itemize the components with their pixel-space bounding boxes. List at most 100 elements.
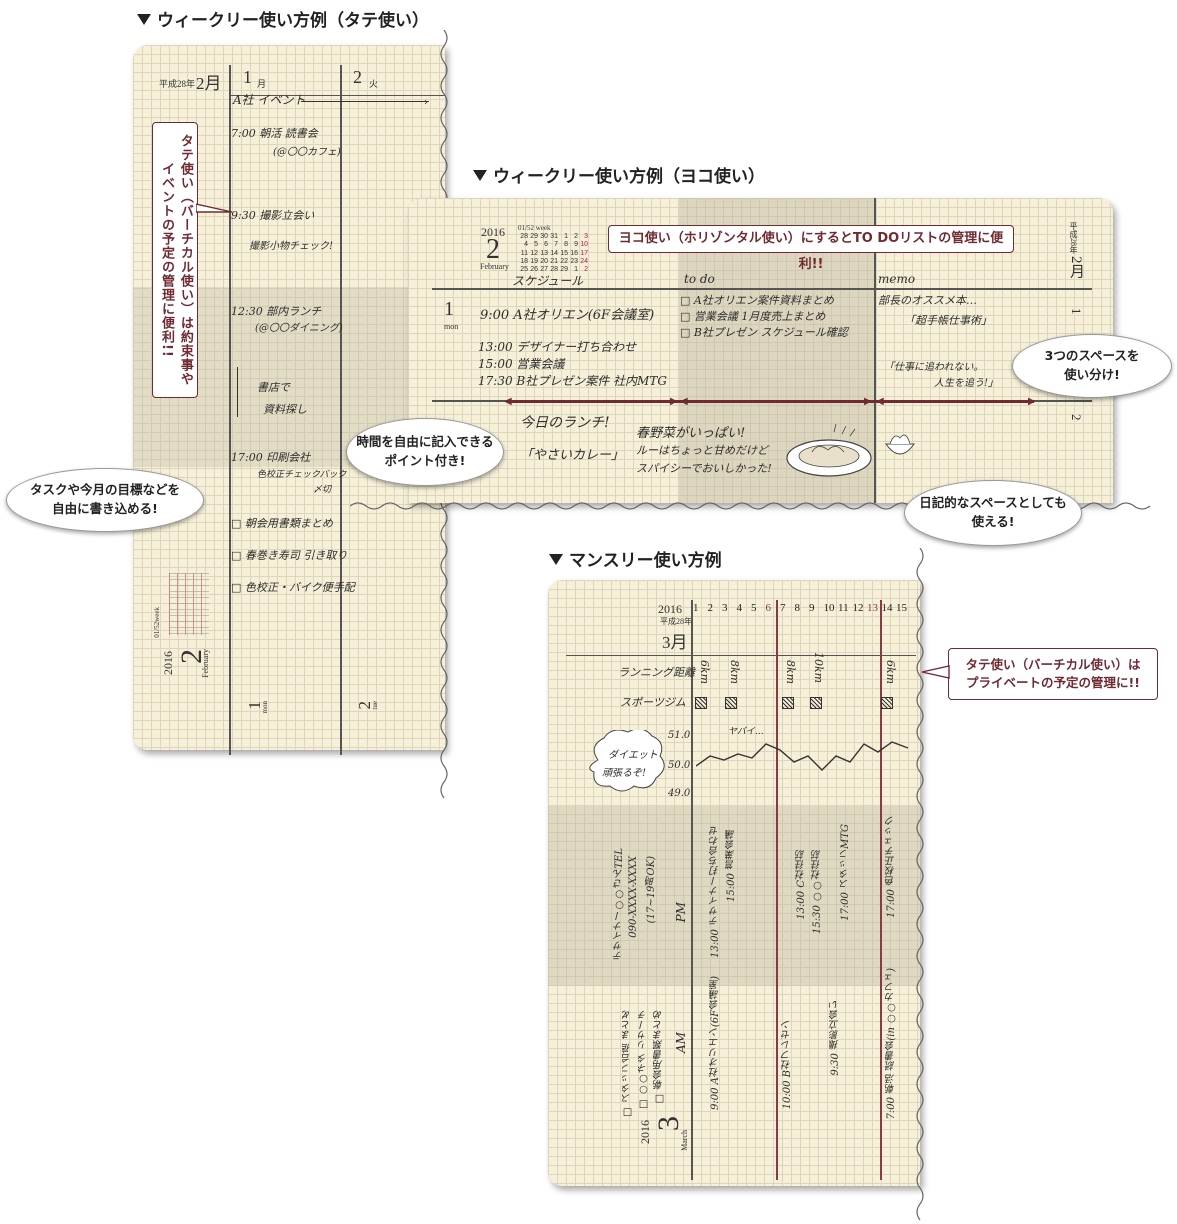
- diary-entry: 春野菜がいっぱい!: [636, 426, 746, 441]
- arrow-right-icon: ▶: [864, 396, 872, 407]
- month-english: February: [201, 649, 210, 678]
- footer-big-month: 3: [652, 1116, 685, 1131]
- curry-drawing-icon: [786, 423, 872, 477]
- month-label: 2月: [196, 74, 222, 93]
- mini-calendar-day: 6: [544, 241, 548, 249]
- salad-drawing-icon: [885, 434, 915, 455]
- entry-text: 書店で: [257, 381, 290, 394]
- mini-calendar-day: 28: [520, 233, 528, 240]
- header-line: [229, 95, 445, 96]
- mini-calendar-day: 28: [550, 266, 558, 274]
- vertical-weekly-heading: ウィークリー使い方例（タテ使い）: [137, 6, 429, 31]
- schedule-entry: 13:00 デザイナー打ち合わせ: [478, 340, 637, 354]
- running-value: 6km: [884, 660, 897, 685]
- day-header: 1: [693, 602, 699, 614]
- day-entry: 17:00 スタッフMTG: [840, 824, 851, 921]
- weight-line: [696, 741, 909, 771]
- mini-calendar-day: 13: [540, 249, 548, 257]
- running-value: 8km: [728, 660, 741, 685]
- day-1-unit: 月: [257, 79, 267, 89]
- schedule-entry: 9:00 A社オリエン(6F会議室): [480, 308, 655, 323]
- sunday-line: [880, 600, 882, 1180]
- mini-calendar-day: 22: [560, 257, 568, 265]
- diet-cloud-text: ダイエット: [608, 750, 658, 761]
- day-entry: 15:30 ○○社往訪: [812, 850, 823, 934]
- mini-calendar-day: 14: [550, 249, 558, 257]
- entry-text: 7:00 朝活 読書会: [231, 127, 318, 140]
- day-header: 12: [852, 602, 864, 614]
- mini-calendar-day: 16: [570, 249, 578, 257]
- day-1-number: 1: [243, 67, 252, 87]
- arrow-right-icon: ▶: [670, 396, 678, 407]
- right-era: 平成28年: [1069, 222, 1078, 254]
- shaded-band: [548, 806, 920, 986]
- memo-entry: 部長のオススメ本…: [878, 294, 977, 307]
- memo-entry: デザイナー○○さんTEL: [614, 848, 625, 961]
- event-arrow: [301, 101, 429, 102]
- mini-calendar-day: 5: [534, 241, 538, 249]
- callout-pointer: [196, 203, 233, 213]
- day-header: 10: [823, 602, 835, 614]
- entry-text: 撮影小物チェック!: [249, 241, 334, 252]
- memo-entry: 人生を追う!」: [934, 378, 999, 389]
- mini-calendar-day: 30: [540, 233, 548, 240]
- day-header: 7: [780, 602, 786, 614]
- todo-item: □ 春巻き寿司 引き取り: [231, 549, 348, 562]
- diary-entry: 「やさいカレー」: [520, 448, 625, 463]
- big-month: 2: [486, 234, 500, 265]
- arrow-left-icon: ◀: [680, 396, 688, 407]
- diet-cloud-icon: [589, 730, 665, 792]
- section-label-memo: memo: [878, 272, 916, 286]
- todo-item: □ B社プレゼン スケジュール確認: [680, 326, 848, 339]
- mini-calendar-day: 20: [540, 257, 548, 265]
- footer-year: 2016: [638, 1120, 652, 1144]
- running-value: 6km: [698, 660, 711, 685]
- mini-calendar-day: 9: [574, 241, 578, 249]
- day-header: 14: [881, 602, 893, 614]
- weight-tick: 49.0: [668, 788, 691, 799]
- space-arrow-line: [508, 400, 1034, 403]
- day-header: 6: [765, 602, 772, 614]
- arrow-head-icon: ›: [424, 97, 428, 108]
- mini-calendar-day: 18: [520, 257, 528, 265]
- diary-entry: スパイシーでおいしかった!: [636, 462, 772, 475]
- mini-calendar: [169, 573, 209, 635]
- event-entry: A社 イベント: [233, 93, 306, 107]
- column-line: [874, 198, 876, 503]
- mini-calendar-day: 27: [540, 266, 548, 274]
- memo-entry: □ スタッフ合宿 まとめ: [622, 1010, 633, 1118]
- sunday-line: [776, 600, 778, 1180]
- horizontal-use-callout: ヨコ使い（ホリゾンタル使い）にするとTO DOリストの管理に便利!!: [608, 225, 1014, 272]
- triangle-icon: [473, 170, 487, 181]
- gym-mark: [725, 697, 737, 709]
- right-day-2: 2: [1069, 414, 1084, 421]
- day-entry: 9:30 撮影立会い: [830, 1000, 841, 1076]
- right-day-1: 1: [1069, 308, 1084, 315]
- memo-entry: □ ○○ネタ リサーチ: [638, 1010, 649, 1110]
- mini-calendar-day: 8: [564, 241, 568, 249]
- day-entry: 9:00 A社オリエン(6F会議室): [710, 976, 721, 1110]
- mini-calendar-day: 12: [530, 249, 538, 257]
- day-entry: 17:00 色校正チェック: [886, 816, 897, 918]
- column-line: [340, 65, 342, 755]
- schedule-entry: 17:30 B社プレゼン案件 社内MTG: [478, 374, 667, 388]
- header-line: [566, 655, 916, 656]
- mini-calendar-day: 4: [524, 241, 528, 249]
- mini-calendar-day: 17: [580, 249, 588, 257]
- entry-text: 〆切: [313, 485, 332, 495]
- day-header: 15: [896, 602, 907, 614]
- day-1-number: 1: [444, 298, 454, 320]
- tasks-bubble: タスクや今月の目標などを自由に書き込める!: [6, 468, 204, 532]
- mini-calendar-day: 24: [580, 257, 588, 265]
- gym-mark: [782, 697, 794, 709]
- mini-calendar-day: 31: [550, 233, 558, 240]
- weight-tick: 51.0: [668, 730, 691, 741]
- memo-entry: 「仕事に追われない。: [884, 362, 984, 373]
- mini-calendar-day: 26: [530, 266, 538, 274]
- schedule-entry: 15:00 営業会議: [478, 357, 565, 371]
- triangle-icon: [137, 14, 151, 25]
- gym-mark: [881, 697, 893, 709]
